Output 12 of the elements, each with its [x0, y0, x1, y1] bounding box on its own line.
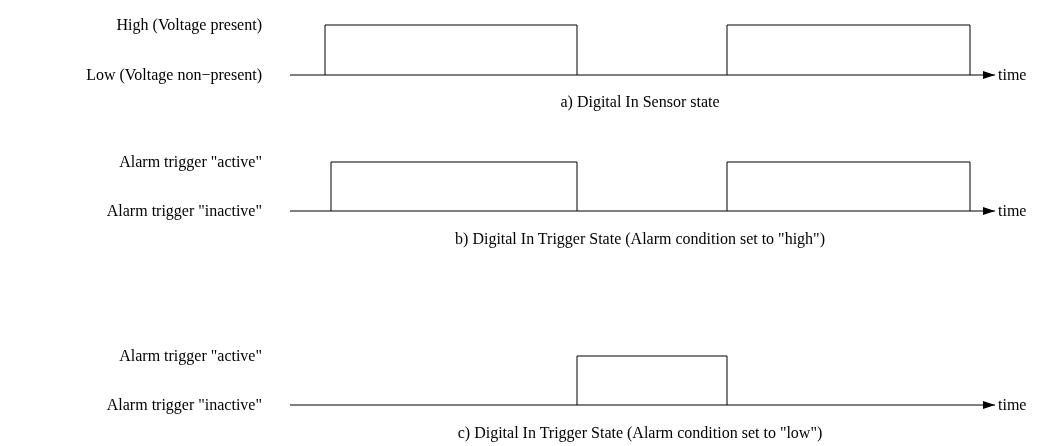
state-label: Alarm trigger "inactive" — [106, 202, 262, 220]
state-label: Alarm trigger "active" — [119, 347, 262, 365]
state-label: Alarm trigger "active" — [119, 153, 262, 171]
panel-caption: b) Digital In Trigger State (Alarm condition set to "high") — [455, 230, 825, 248]
state-label: High (Voltage present) — [116, 16, 262, 34]
state-label: Low (Voltage non−present) — [86, 66, 262, 84]
panel-caption: a) Digital In Sensor state — [560, 93, 720, 111]
state-label: Alarm trigger "inactive" — [106, 396, 262, 414]
panel-caption: c) Digital In Trigger State (Alarm condition set to "low") — [457, 424, 823, 442]
axis-label: time — [998, 396, 1027, 414]
axis-label: time — [998, 66, 1027, 84]
axis-label: time — [998, 202, 1027, 220]
